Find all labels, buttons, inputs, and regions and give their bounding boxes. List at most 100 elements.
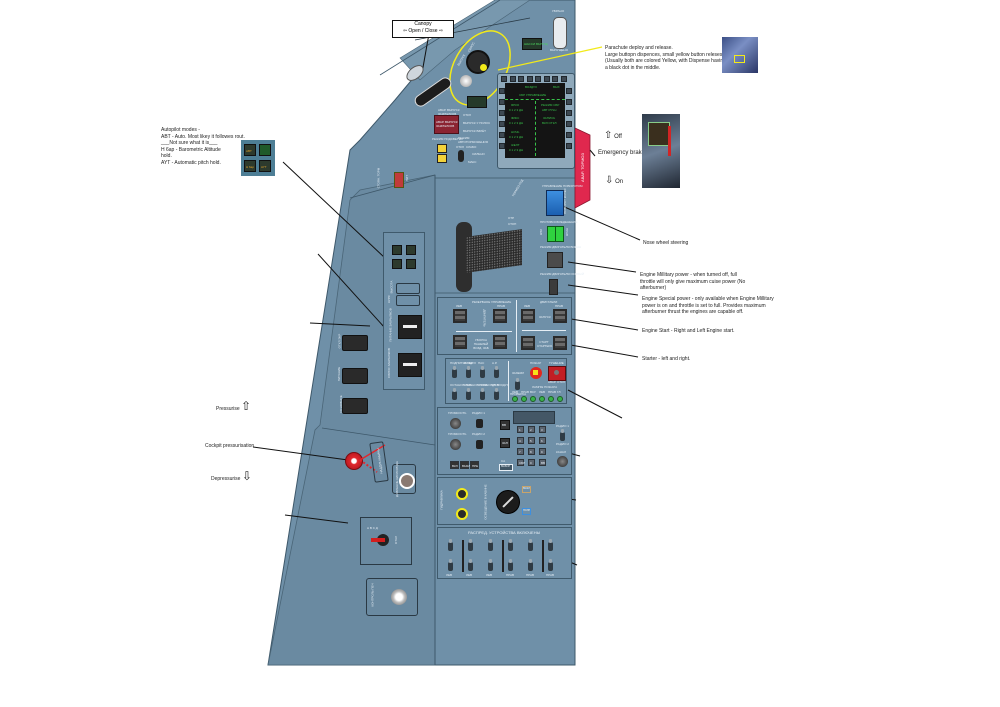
altitude-mode-guard[interactable]: [396, 283, 420, 294]
parachute-dispense-button[interactable]: [466, 50, 490, 74]
dispenser-toggle-top[interactable]: [548, 539, 553, 551]
systems-toggle[interactable]: [480, 366, 485, 378]
dispenser-toggle-bottom[interactable]: [488, 559, 493, 571]
dispenser-toggle-bottom[interactable]: [508, 559, 513, 571]
dispenser-toggle-top[interactable]: [468, 539, 473, 551]
keypad-key[interactable]: 6: [539, 437, 546, 444]
systems-toggle[interactable]: [494, 388, 499, 400]
upper-red-toggle[interactable]: [394, 172, 404, 188]
autopilot-button[interactable]: [392, 245, 402, 255]
dispenser-toggle-bottom[interactable]: [448, 559, 453, 571]
mfd-right-button[interactable]: [566, 110, 572, 116]
autopilot-button[interactable]: [406, 259, 416, 269]
side-button-1[interactable]: ВВ: [500, 420, 510, 430]
dispenser-toggle-top[interactable]: [528, 539, 533, 551]
dispenser-toggle-bottom[interactable]: [468, 559, 473, 571]
mfd-left-button[interactable]: [499, 99, 505, 105]
keypad-key[interactable]: 4: [517, 437, 524, 444]
keypad-key[interactable]: ВВ: [539, 459, 546, 466]
keypad-key[interactable]: 2: [528, 426, 535, 433]
keypad-key[interactable]: 3: [539, 426, 546, 433]
nose-wheel-steering-button[interactable]: ПОВОРОТ КОЛЁС: [546, 188, 567, 216]
keypad-key[interactable]: 1: [517, 426, 524, 433]
radio-switch[interactable]: [560, 429, 565, 441]
radio-bottom-button[interactable]: ВКЛ: [450, 461, 459, 469]
keypad-key[interactable]: 0: [528, 459, 535, 466]
side-button-2[interactable]: ЗАП: [500, 438, 510, 448]
mfd-top-button[interactable]: [501, 76, 507, 82]
ca-button[interactable]: ВЫБОР: [499, 464, 513, 471]
oxygen-pressure-gauge[interactable]: ДАВЛЕНИЕ КИСЛОРОДА: [392, 461, 416, 497]
mfd-top-button[interactable]: [518, 76, 524, 82]
volume-1-knob[interactable]: [450, 418, 461, 429]
radio-bottom-button[interactable]: ВЫКЛ: [460, 461, 470, 469]
systems-toggle[interactable]: [480, 388, 485, 400]
mfd-left-button[interactable]: [499, 88, 505, 94]
radio-1-selector[interactable]: [476, 419, 483, 428]
systems-toggle[interactable]: [494, 366, 499, 378]
radio-bottom-button[interactable]: ПРЕ: [470, 461, 479, 469]
emergency-brake-handle-label[interactable]: АВАР. ТОРМОЗ: [579, 153, 585, 182]
left-rocker-switch[interactable]: [342, 398, 368, 414]
test-button[interactable]: [391, 589, 407, 605]
autobrake-knob[interactable]: [458, 150, 464, 162]
hydraulic-switch-bottom[interactable]: [456, 508, 468, 520]
engine-start-left-button[interactable]: [521, 309, 535, 323]
flaps-power-guard[interactable]: [398, 315, 422, 339]
dispenser-toggle-bottom[interactable]: [528, 559, 533, 571]
mfd-top-button[interactable]: [535, 76, 541, 82]
channel-knob[interactable]: [557, 456, 568, 467]
flaps-reset-guard[interactable]: [398, 353, 422, 377]
mfd-top-button[interactable]: [509, 76, 516, 82]
mfd-left-button[interactable]: [499, 132, 505, 138]
mfd-right-button[interactable]: [566, 132, 572, 138]
extinguish-button[interactable]: [548, 366, 566, 381]
fire-button[interactable]: [530, 367, 542, 379]
systems-toggle[interactable]: [452, 366, 457, 378]
mfd-right-button[interactable]: [566, 88, 572, 94]
cockpit-pressurisation-knob[interactable]: [345, 452, 363, 470]
reserve-left-button[interactable]: [453, 309, 467, 323]
keypad-key[interactable]: 5: [528, 437, 535, 444]
volume-2-knob[interactable]: [450, 439, 461, 450]
systems-toggle[interactable]: [452, 388, 457, 400]
left-rocker-switch[interactable]: [342, 335, 368, 351]
hydraulic-switch-top[interactable]: [456, 488, 468, 500]
mfd-top-button[interactable]: [526, 76, 533, 82]
keypad-key[interactable]: 9: [539, 448, 546, 455]
keypad-key[interactable]: СБР: [517, 459, 526, 466]
mfd-left-button[interactable]: [499, 143, 505, 149]
mfd-top-button[interactable]: [543, 76, 550, 82]
parachute-dispense-knob[interactable]: [460, 75, 472, 87]
dispenser-toggle-top[interactable]: [508, 539, 513, 551]
systems-toggle[interactable]: [466, 366, 471, 378]
radio-2-selector[interactable]: [476, 440, 483, 449]
mfd-left-button[interactable]: [499, 110, 505, 116]
anti-ice-right-button[interactable]: [555, 226, 564, 242]
parachute-release-button[interactable]: [480, 64, 487, 71]
mfd-left-button[interactable]: [499, 121, 505, 127]
mfd-right-button[interactable]: [566, 121, 572, 127]
dispenser-toggle-top[interactable]: [488, 539, 493, 551]
gear-lever[interactable]: [553, 17, 567, 49]
dispenser-toggle-bottom[interactable]: [548, 559, 553, 571]
mfd-top-button[interactable]: [552, 76, 558, 82]
lights-mode-button-top[interactable]: [437, 144, 447, 153]
air-intake-left-button[interactable]: [453, 335, 467, 349]
mfd-right-button[interactable]: [566, 99, 572, 105]
cabin-lighting-dial[interactable]: [496, 490, 520, 514]
special-power-switch[interactable]: [549, 279, 558, 295]
emergency-flaps-button[interactable]: АВАР. ВЫПУСК ЗАКРЫЛКОВ: [434, 115, 459, 134]
autopilot-button[interactable]: [406, 245, 416, 255]
starter-left-button[interactable]: [521, 336, 535, 350]
reserve-right-button[interactable]: [493, 309, 507, 323]
heading-mode-guard[interactable]: [396, 295, 420, 306]
systems-toggle[interactable]: [466, 388, 471, 400]
air-intake-right-button[interactable]: [493, 335, 507, 349]
mfd-top-button[interactable]: [560, 76, 567, 82]
left-rocker-switch[interactable]: [342, 368, 368, 384]
keypad-key[interactable]: 7: [517, 448, 524, 455]
autopilot-button[interactable]: [392, 259, 402, 269]
keypad-key[interactable]: 8: [528, 448, 535, 455]
military-power-button[interactable]: [547, 252, 563, 268]
